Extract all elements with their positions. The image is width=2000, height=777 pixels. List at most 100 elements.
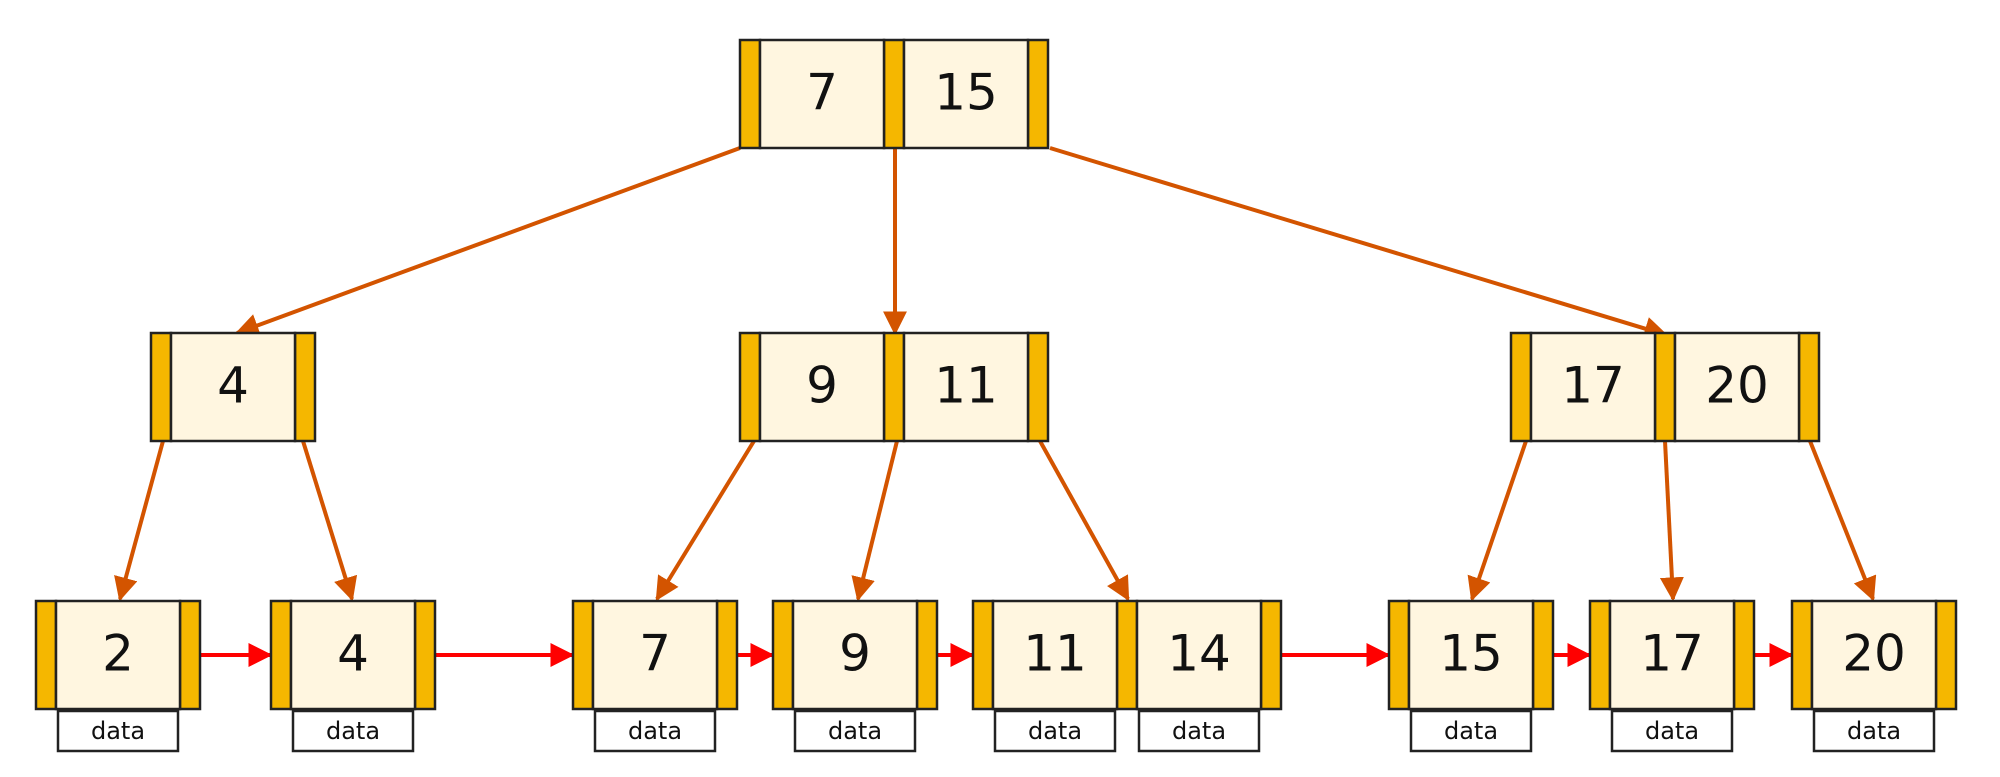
internal-node: 4: [149, 331, 317, 443]
key-cell: [991, 599, 1119, 711]
key-cell: [1529, 331, 1657, 443]
pointer-slot: [1653, 331, 1677, 443]
pointer-slot: [971, 599, 995, 711]
leaf-node: 7 data: [571, 599, 739, 753]
key-cell: [1673, 331, 1801, 443]
leaf-node: 17 data: [1588, 599, 1756, 753]
tree-edge-arrow: [655, 439, 756, 602]
data-record-box: [1409, 709, 1533, 753]
pointer-slot: [293, 331, 317, 443]
key-cell: [758, 38, 886, 150]
key-label: 4: [217, 357, 249, 415]
key-cell: [591, 599, 719, 711]
key-label: 7: [806, 64, 838, 122]
key-label: 11: [934, 357, 998, 415]
key-cell: [1810, 599, 1938, 711]
internal-node: 9 11: [738, 331, 1050, 443]
pointer-slot: [1732, 599, 1756, 711]
key-label: 9: [839, 625, 871, 683]
tree-edge-arrow: [301, 440, 358, 602]
data-record-box: [1137, 709, 1261, 753]
pointer-slot: [149, 331, 173, 443]
key-cell: [791, 599, 919, 711]
data-record-box: [56, 709, 180, 753]
tree-edge-arrow: [1467, 440, 1528, 602]
data-record-label: data: [1645, 717, 1699, 745]
leaf-node: 9 data: [771, 599, 939, 753]
pointer-slot: [882, 331, 906, 443]
key-label: 20: [1842, 625, 1906, 683]
pointer-slot: [1531, 599, 1555, 711]
data-record-box: [1610, 709, 1734, 753]
key-label: 17: [1640, 625, 1704, 683]
key-cell: [289, 599, 417, 711]
key-label: 7: [639, 625, 671, 683]
pointer-slot: [1026, 331, 1050, 443]
key-cell: [54, 599, 182, 711]
key-cell: [902, 38, 1030, 150]
pointer-slot: [771, 599, 795, 711]
pointer-slot: [715, 599, 739, 711]
key-label: 14: [1167, 625, 1231, 683]
pointer-slot: [1259, 599, 1283, 711]
tree-edge-arrow: [114, 440, 165, 602]
data-record-label: data: [91, 717, 145, 745]
key-cell: [1407, 599, 1535, 711]
key-label: 4: [337, 625, 369, 683]
pointer-slot: [1115, 599, 1139, 711]
leaf-node: 11 data 14 data: [971, 599, 1283, 753]
key-cell: [1135, 599, 1263, 711]
data-record-label: data: [628, 717, 682, 745]
leaf-node: 15 data: [1387, 599, 1555, 753]
key-cell: [169, 331, 297, 443]
data-record-label: data: [1028, 717, 1082, 745]
data-record-label: data: [1444, 717, 1498, 745]
data-record-label: data: [828, 717, 882, 745]
pointer-slot: [413, 599, 437, 711]
tree-edge-arrow: [1808, 440, 1877, 602]
pointer-slot: [1797, 331, 1821, 443]
data-record-box: [993, 709, 1117, 753]
key-label: 9: [806, 357, 838, 415]
tree-edge-arrow: [1049, 146, 1669, 341]
key-label: 15: [934, 64, 998, 122]
pointer-slot: [571, 599, 595, 711]
key-cell: [758, 331, 886, 443]
pointer-slot: [882, 38, 906, 150]
root-node: 7 15: [738, 38, 1050, 150]
tree-edge-arrow: [1038, 440, 1130, 602]
key-cell: [1608, 599, 1736, 711]
tree-edges: [114, 146, 1877, 602]
tree-edge-arrow: [234, 146, 741, 337]
pointer-slot: [1588, 599, 1612, 711]
pointer-slot: [1387, 599, 1411, 711]
pointer-slot: [1934, 599, 1958, 711]
pointer-slot: [915, 599, 939, 711]
tree-edge-arrow: [1659, 440, 1684, 602]
key-label: 15: [1439, 625, 1503, 683]
data-record-box: [291, 709, 415, 753]
tree-edge-arrow: [851, 440, 899, 602]
leaf-node: 2 data: [34, 599, 202, 753]
key-label: 17: [1561, 357, 1625, 415]
pointer-slot: [738, 38, 762, 150]
pointer-slot: [269, 599, 293, 711]
data-record-box: [593, 709, 717, 753]
pointer-slot: [178, 599, 202, 711]
data-record-label: data: [1172, 717, 1226, 745]
data-record-box: [793, 709, 917, 753]
pointer-slot: [1790, 599, 1814, 711]
pointer-slot: [34, 599, 58, 711]
key-label: 11: [1023, 625, 1087, 683]
key-label: 2: [102, 625, 134, 683]
pointer-slot: [1026, 38, 1050, 150]
data-record-box: [1812, 709, 1936, 753]
pointer-slot: [1509, 331, 1533, 443]
key-label: 20: [1705, 357, 1769, 415]
key-cell: [902, 331, 1030, 443]
